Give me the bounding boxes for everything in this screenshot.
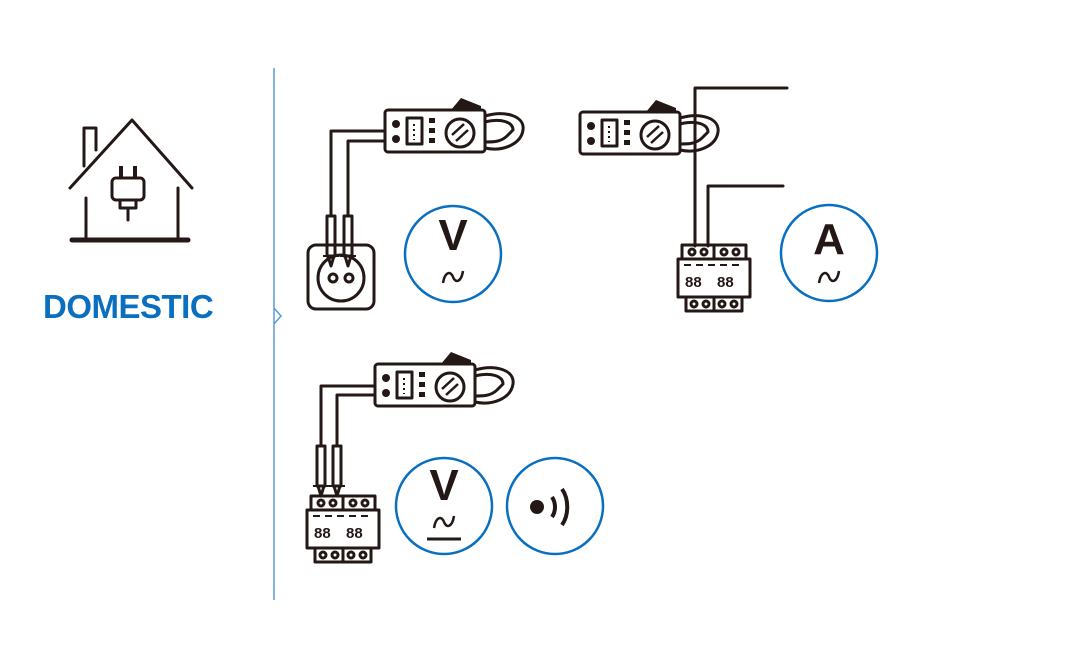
voltage-detector-icon: V <box>394 456 494 556</box>
breaker-icon <box>305 494 381 564</box>
sound-signal-icon <box>505 456 605 556</box>
voltage-symbol: V <box>438 211 468 260</box>
ac-voltage-icon: V <box>403 204 503 304</box>
scenario-breaker-current: A <box>578 86 879 313</box>
house-plug-icon <box>68 118 194 243</box>
socket-icon <box>306 243 376 311</box>
scenario-voltage-presence: V <box>305 350 605 564</box>
scenario-socket-voltage: V <box>306 96 525 311</box>
section-divider <box>273 68 282 600</box>
breaker-icon <box>676 243 752 313</box>
ac-current-icon: A <box>779 203 879 303</box>
section-title: DOMESTIC <box>43 288 214 325</box>
current-symbol: A <box>813 215 845 264</box>
clamp-meter-icon <box>578 98 720 156</box>
clamp-meter-icon <box>373 350 515 408</box>
voltage-presence-symbol: V <box>429 461 459 510</box>
clamp-meter-icon <box>383 96 525 154</box>
